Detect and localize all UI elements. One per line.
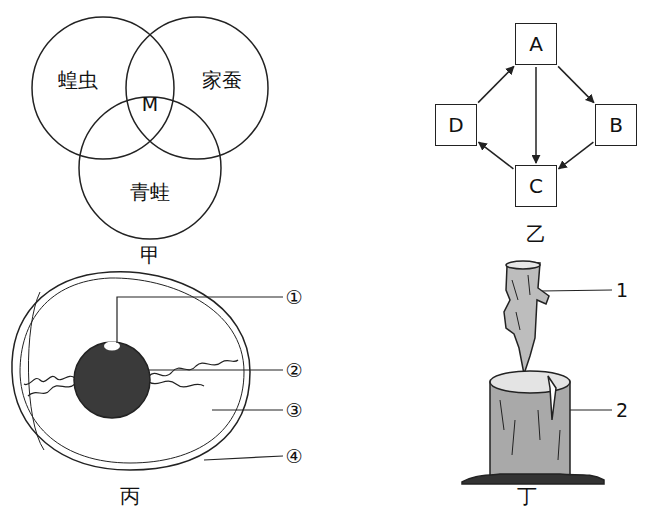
- panel-label: 丙: [120, 485, 140, 507]
- letter-box: A: [515, 23, 557, 65]
- cleft: [548, 376, 556, 420]
- venn-circle: 青蛙: [78, 96, 222, 240]
- circle-outline: [32, 17, 174, 159]
- grafting-drawing: [462, 261, 604, 484]
- venn-circle: 蝗虫: [31, 16, 175, 160]
- arrow-connector: [559, 142, 594, 169]
- circle-label: 蝗虫: [58, 69, 98, 91]
- panel-label: 乙: [526, 223, 546, 245]
- stock: [490, 382, 570, 476]
- letter-box: B: [595, 104, 637, 146]
- arrow-connector: [535, 67, 537, 163]
- leader-line: [566, 409, 612, 410]
- arrow-connector: [558, 66, 594, 102]
- callout-number: ②: [285, 360, 302, 381]
- egg-drawing: [12, 272, 250, 470]
- region-letter: M: [142, 94, 158, 115]
- scion-top: [506, 261, 540, 269]
- letter-box: C: [515, 165, 557, 207]
- panel-label: 丁: [517, 485, 537, 507]
- circle-outline: [78, 96, 222, 240]
- circle-label: 青蛙: [130, 181, 170, 203]
- box-label: D: [448, 114, 463, 136]
- leader-line: [212, 409, 283, 410]
- stock-bark: [500, 400, 560, 460]
- letter-box: D: [435, 104, 477, 146]
- chalaza-right: [149, 360, 238, 387]
- panel-label: 甲: [140, 244, 160, 266]
- circle-outline: [79, 97, 221, 239]
- box-label: B: [609, 114, 623, 136]
- egg-shell: [12, 272, 250, 470]
- arrow-connector: [479, 142, 514, 169]
- callout-number: 2: [616, 400, 628, 421]
- circle-outline: [31, 16, 175, 160]
- callout-number: 1: [616, 280, 628, 301]
- chalaza-left: [24, 376, 75, 396]
- leader-line: [117, 297, 283, 343]
- yolk: [74, 342, 150, 418]
- circle-outline: [126, 17, 268, 159]
- scion-bark: [512, 275, 530, 330]
- leader-line: [204, 456, 283, 460]
- scion: [504, 262, 549, 374]
- venn-circle: 家蚕: [125, 16, 269, 160]
- circle-outline: [125, 16, 269, 160]
- callout-number: ④: [285, 446, 302, 467]
- box-label: A: [529, 33, 543, 55]
- air-cell: [28, 292, 44, 450]
- leader-line: [541, 290, 612, 291]
- ground: [462, 474, 604, 484]
- box-label: C: [529, 175, 543, 197]
- arrow-connector: [478, 66, 514, 102]
- circle-label: 家蚕: [202, 69, 242, 91]
- leader-line: [149, 369, 283, 370]
- callout-number: ③: [285, 400, 302, 421]
- callout-number: ①: [285, 287, 302, 308]
- stock-top: [490, 371, 570, 393]
